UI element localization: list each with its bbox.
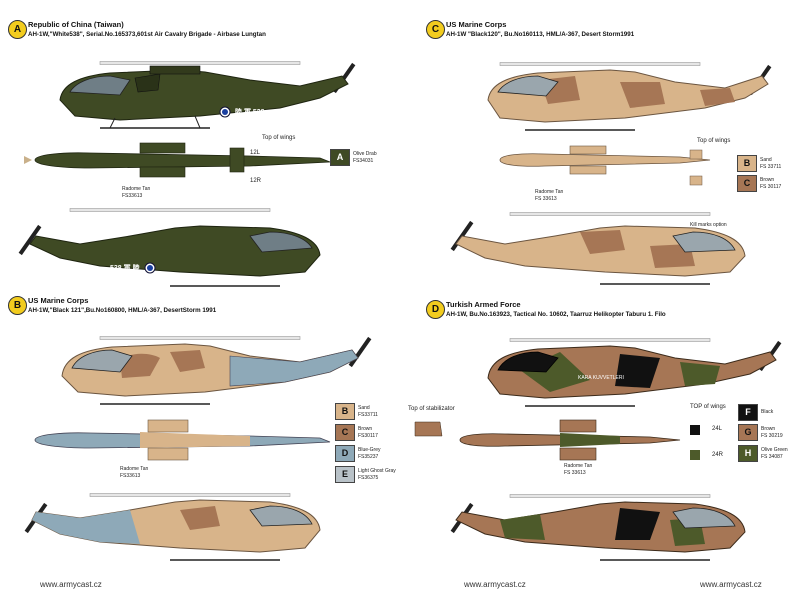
- wing-label-left: 12L: [250, 150, 261, 156]
- kill-marks-label: Kill marks option: [690, 222, 727, 228]
- swatch-e-name: Light Ghost Gray: [358, 468, 396, 474]
- swatch-a-fs: FS34031: [353, 158, 374, 164]
- swatch-a: A: [330, 149, 350, 166]
- swatch-d: D: [335, 445, 355, 462]
- side-marking: 陸 軍 538: [235, 109, 265, 116]
- heli-B-right: [61, 336, 372, 405]
- swatch-b: B: [335, 403, 355, 420]
- wing-label-left: 24L: [712, 426, 723, 432]
- radome-label: Radome Tan: [122, 186, 151, 192]
- swatch-e: E: [335, 466, 355, 483]
- heli-A-left: [18, 208, 321, 287]
- heli-B-top: [34, 419, 331, 461]
- wing-label-right: 12R: [250, 178, 262, 184]
- rotor-blade: [509, 338, 711, 342]
- swatch-c: C: [737, 175, 757, 192]
- heli-D-right: [487, 338, 782, 407]
- swatch-f: F: [738, 404, 758, 421]
- swatch-d-fs: FS35237: [358, 454, 379, 460]
- section-badge-b: B: [8, 296, 27, 315]
- section-badge-c: C: [426, 20, 445, 39]
- rotor-blade: [89, 493, 291, 497]
- side-marking: KARA KUVVETLERI: [578, 375, 624, 381]
- swatch-e-fs: FS36375: [358, 475, 379, 481]
- swatch-b-name: Sand: [358, 405, 370, 411]
- section-b-title: US Marine Corps: [28, 296, 89, 305]
- radome-label: Radome Tan: [120, 466, 149, 472]
- section-a-subtitle: AH-1W,"White538", Serial.No.165373,601st…: [28, 31, 266, 38]
- swatch-g-fs: FS 30219: [761, 433, 783, 439]
- swatch-h-fs: FS 34087: [761, 454, 783, 460]
- swatch-c: C: [335, 424, 355, 441]
- swatch-c-name: Brown: [358, 426, 373, 432]
- swatch-b-fs: FS33711: [358, 412, 378, 418]
- section-d-subtitle: AH-1W, Bu.No.163923, Tactical No. 10602,…: [446, 311, 666, 318]
- swatch-b-fs: FS 33711: [760, 164, 782, 170]
- top-of-wings-label: Top of wings: [262, 135, 296, 141]
- wing-label-right: 24R: [712, 452, 724, 458]
- swatch-f-name: Black: [761, 409, 774, 415]
- radome-label: Radome Tan: [564, 463, 593, 469]
- heli-C-left: [450, 212, 746, 285]
- radome-fs: FS33613: [122, 193, 143, 199]
- top-of-wings-label: TOP of wings: [690, 404, 726, 410]
- swatch-b-name: Sand: [760, 157, 772, 163]
- heli-D-left: [450, 494, 746, 561]
- rotor-blade: [499, 62, 701, 66]
- section-badge-d: D: [426, 300, 445, 319]
- section-d-title: Turkish Armed Force: [446, 300, 521, 309]
- site-url[interactable]: www.armycast.cz: [40, 580, 102, 589]
- swatch-g: G: [738, 424, 758, 441]
- site-url-3[interactable]: www.armycast.cz: [700, 580, 762, 589]
- section-badge-a: A: [8, 20, 27, 39]
- swatch-b: B: [737, 155, 757, 172]
- swatch-h: H: [738, 445, 758, 462]
- rotor-blade: [99, 336, 301, 340]
- swatch-c-name: Brown: [760, 177, 775, 183]
- swatch-d-name: Blue-Grey: [358, 447, 381, 453]
- heli-D-top: [414, 419, 700, 461]
- heli-C-top: [499, 145, 711, 186]
- heli-A-right: [59, 61, 356, 129]
- section-c-title: US Marine Corps: [446, 20, 507, 29]
- radome-fs: FS33613: [120, 473, 141, 479]
- section-a-title: Republic of China (Taiwan): [28, 20, 124, 29]
- radome-label: Radome Tan: [535, 189, 564, 195]
- side-marking-left: 538 軍 陸: [110, 265, 140, 272]
- site-url-2[interactable]: www.armycast.cz: [464, 580, 526, 589]
- swatch-c-fs: FS30117: [358, 433, 378, 439]
- rotor-blade: [509, 494, 711, 498]
- section-c-subtitle: AH-1W "Black120", Bu.No160113, HML/A-367…: [446, 31, 635, 38]
- section-b-subtitle: AH-1W,"Black 121",Bu.No160800, HML/A-367…: [28, 307, 217, 314]
- swatch-c-fs: FS 30117: [760, 184, 782, 190]
- swatch-g-name: Brown: [761, 426, 776, 432]
- heli-C-right: [487, 62, 772, 131]
- top-of-wings-label: Top of wings: [697, 138, 731, 144]
- rotor-blade: [99, 61, 301, 65]
- radome-fs: FS 33613: [564, 470, 586, 476]
- radome-fs: FS 33613: [535, 196, 557, 202]
- heli-A-top: [24, 142, 331, 178]
- heli-B-left: [24, 493, 321, 561]
- rotor-blade: [509, 212, 711, 216]
- swatch-a-name: Olive Drab: [353, 151, 377, 157]
- top-of-stabilizator-label: Top of stabilizator: [408, 406, 455, 412]
- swatch-h-name: Olive Green: [761, 447, 788, 453]
- rotor-blade: [69, 208, 271, 212]
